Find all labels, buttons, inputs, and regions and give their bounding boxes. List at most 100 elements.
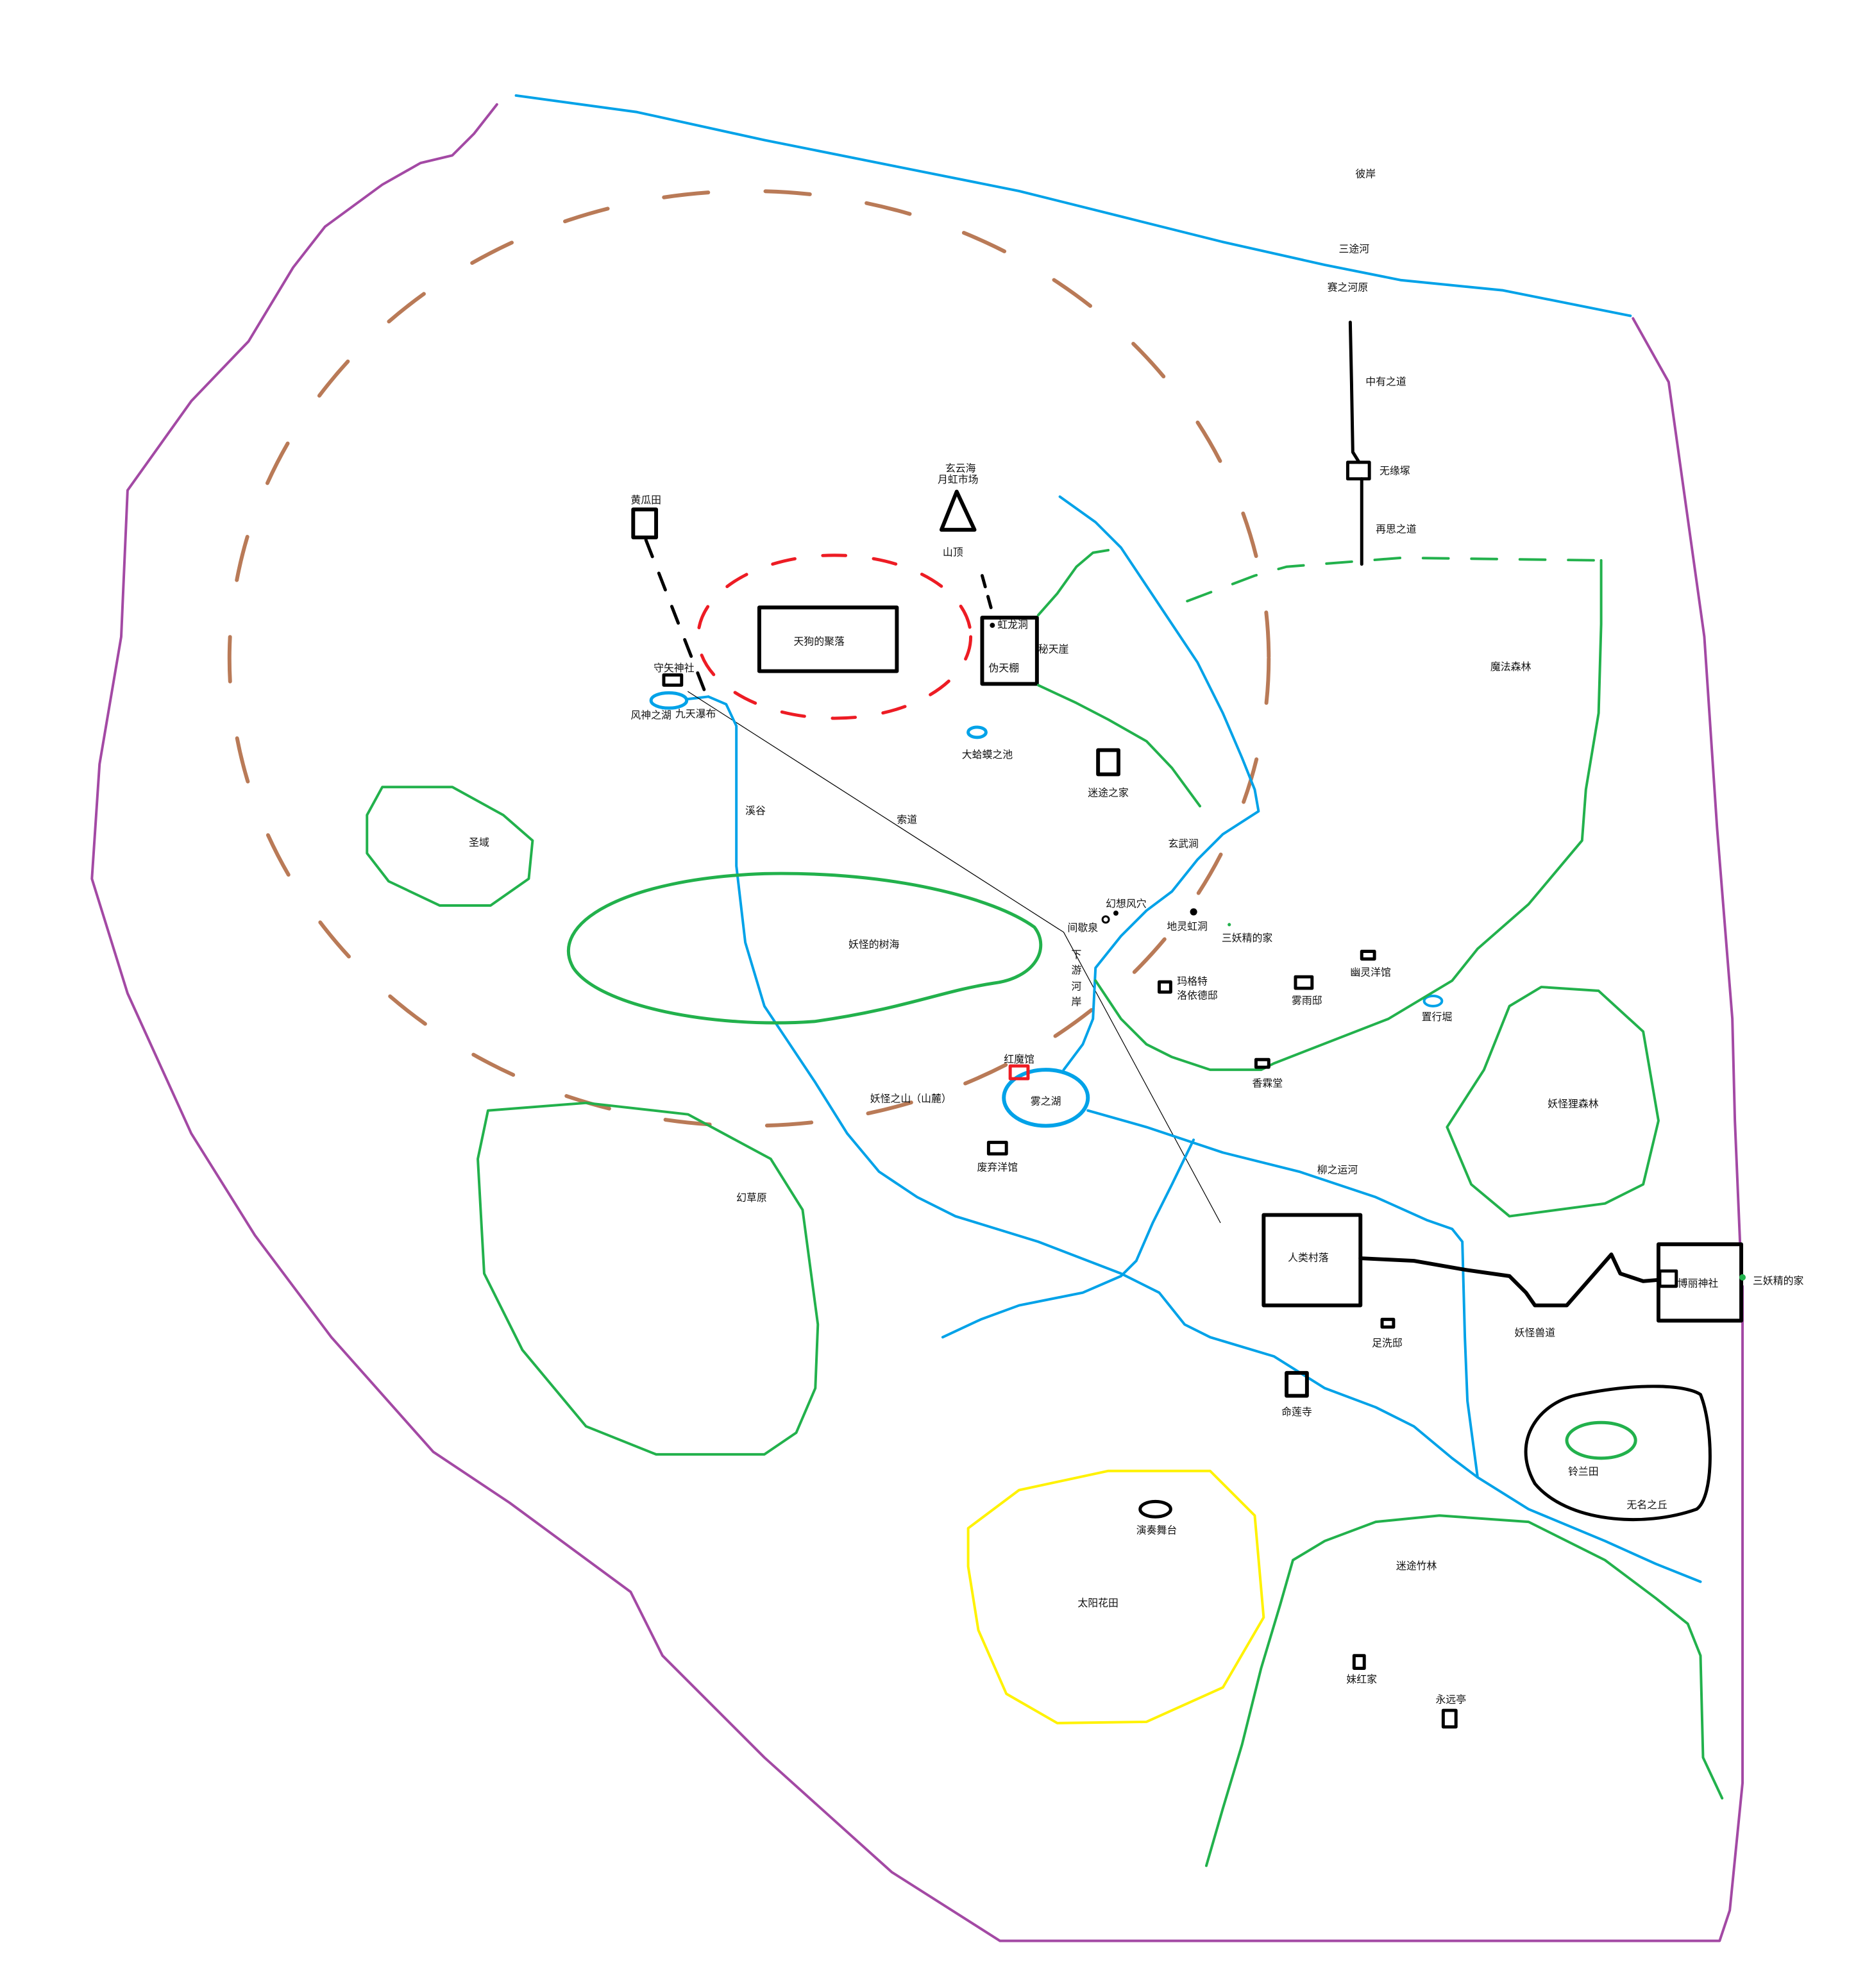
label-abandoned-mansion: 废弃洋馆	[977, 1161, 1018, 1174]
label-kirisame: 雾雨邸	[1292, 994, 1322, 1006]
forest-of-magic-boundary	[1094, 559, 1603, 1072]
label-nine-heaven-falls: 九天瀑布	[675, 708, 716, 720]
label-chuu-road: 中有之道	[1365, 375, 1406, 387]
label-human-village: 人类村落	[1288, 1252, 1329, 1264]
label-margatroid: 玛格特	[1177, 975, 1208, 988]
okiyuki-moat	[1422, 994, 1444, 1007]
mokou-home-marker	[1352, 1654, 1366, 1671]
label-ashiarai: 足洗邸	[1372, 1337, 1403, 1349]
rainbow-dragon-cave-marker	[980, 616, 1039, 686]
label-downstream-bank: 岸	[1071, 995, 1081, 1007]
label-ravine: 溪谷	[745, 805, 766, 817]
tengu-village-marker	[757, 605, 899, 673]
prismriver-mansion-marker	[1360, 949, 1376, 961]
label-margatroid: 洛依德邸	[1177, 989, 1218, 1001]
great-toad-pond	[966, 725, 988, 739]
geyser-ring-icon	[1101, 915, 1110, 924]
fairies-home-dot-icon	[1228, 923, 1231, 927]
tanuki-forest-boundary	[1446, 986, 1660, 1218]
label-sanctuary: 圣域	[469, 836, 489, 848]
abandoned-mansion-marker	[986, 1140, 1008, 1156]
myouren-temple-marker	[1285, 1370, 1309, 1398]
label-willow-canal: 柳之运河	[1317, 1164, 1358, 1176]
cave-dot-icon	[990, 623, 995, 628]
border-line	[90, 103, 1744, 1942]
sunflower-field-boundary	[966, 1469, 1265, 1724]
kourindou-marker	[1254, 1057, 1270, 1069]
label-rainbow-dragon-cave: 虹龙洞	[997, 619, 1028, 631]
label-genun-sea: 玄云海	[945, 462, 976, 474]
label-sai-riverbank: 赛之河原	[1328, 281, 1369, 293]
label-misty-lake: 雾之湖	[1031, 1095, 1061, 1107]
label-lily-field: 铃兰田	[1568, 1465, 1599, 1478]
sanctuary-boundary	[366, 786, 534, 907]
margatroid-house-marker	[1158, 980, 1172, 994]
southern-river	[941, 1138, 1195, 1339]
label-mayohiga: 迷途之家	[1088, 787, 1129, 799]
label-bamboo-forest: 迷途竹林	[1396, 1560, 1437, 1572]
label-rainbow-market: 月虹市场	[938, 473, 979, 485]
label-higan: 彼岸	[1355, 168, 1376, 180]
sanzu-river	[514, 94, 1632, 317]
label-mokou-home: 妹红家	[1346, 1673, 1377, 1685]
label-concert-stage: 演奏舞台	[1136, 1524, 1177, 1537]
label-wind-god-lake: 风神之湖	[630, 709, 671, 721]
label-fairies-home: 三妖精的家	[1222, 932, 1273, 944]
path-dashed	[644, 538, 710, 702]
label-prismriver: 幽灵洋馆	[1350, 966, 1391, 979]
label-sunflower-field: 太阳花田	[1077, 1597, 1118, 1609]
lily-field	[1565, 1420, 1637, 1460]
label-fantasy-wind-hole: 幻想风穴	[1106, 897, 1147, 909]
label-geyser: 间歇泉	[1068, 922, 1099, 934]
label-youkai-forest: 妖怪的树海	[848, 938, 900, 950]
label-hakurei-shrine: 博丽神社	[1678, 1277, 1719, 1289]
kirisame-house-marker	[1294, 975, 1314, 990]
cucumber-field-marker	[631, 507, 659, 540]
hidden-cliff-line	[1036, 684, 1202, 808]
chuu-road-path	[1348, 320, 1361, 464]
tengu-area-boundary	[696, 553, 973, 720]
mayohiga-marker	[1096, 748, 1120, 777]
wind-god-lake	[649, 691, 689, 710]
label-false-canopy: 伪天棚	[988, 662, 1019, 674]
label-hidden-cliff: 秘天崖	[1038, 643, 1069, 655]
fantasy-wind-hole-dot-icon	[1113, 910, 1118, 916]
label-moriya-shrine: 守矢神社	[654, 662, 695, 674]
underground-cave-dot-icon	[1190, 908, 1197, 916]
label-downstream-bank: 河	[1071, 981, 1081, 993]
label-nameless-hill: 无名之丘	[1626, 1499, 1667, 1511]
ropeway-line	[688, 691, 1221, 1224]
border-line-east	[1632, 317, 1742, 1243]
label-saishi-road: 再思之道	[1376, 523, 1417, 535]
label-eientei: 永远亭	[1435, 1694, 1466, 1706]
label-youkai-mountain-foot: 妖怪之山（山麓）	[870, 1092, 952, 1104]
label-okiyuki-moat: 置行堀	[1422, 1011, 1453, 1023]
eientei-marker	[1441, 1708, 1458, 1729]
label-ropeway: 索道	[897, 813, 917, 825]
hidden-cliff-line	[1036, 548, 1110, 617]
label-forest-of-magic: 魔法森林	[1490, 661, 1532, 673]
label-underground-cave: 地灵虹洞	[1167, 920, 1208, 932]
genbu-river	[1058, 495, 1260, 1072]
bamboo-forest-boundary	[1204, 1514, 1724, 1867]
label-kourindou: 香霖堂	[1252, 1077, 1283, 1090]
nameless-hill-boundary	[1524, 1385, 1712, 1522]
path-dashed	[980, 574, 994, 614]
label-genbu-ravine: 玄武涧	[1168, 838, 1199, 850]
misty-lake	[1002, 1068, 1090, 1128]
youkai-forest-boundary	[567, 872, 1043, 1025]
label-phantom-meadow: 幻草原	[736, 1192, 767, 1204]
label-scarlet-mansion: 红魔馆	[1004, 1053, 1034, 1065]
muenzuka-marker	[1346, 460, 1371, 481]
label-myouren-temple: 命莲寺	[1281, 1406, 1312, 1418]
label-great-toad-pond: 大蛤蟆之池	[962, 748, 1013, 761]
ravine-river	[707, 695, 1702, 1583]
fairies-home-dot-icon	[1739, 1274, 1746, 1281]
scarlet-mansion-marker	[1008, 1064, 1030, 1081]
label-downstream-bank: 游	[1071, 964, 1081, 976]
label-tengu-village: 天狗的聚落	[794, 635, 845, 647]
youkai-mountain-boundary	[227, 189, 1271, 1128]
hakurei-shrine-marker	[1658, 1269, 1678, 1288]
label-youkai-trail: 妖怪兽道	[1515, 1327, 1556, 1339]
